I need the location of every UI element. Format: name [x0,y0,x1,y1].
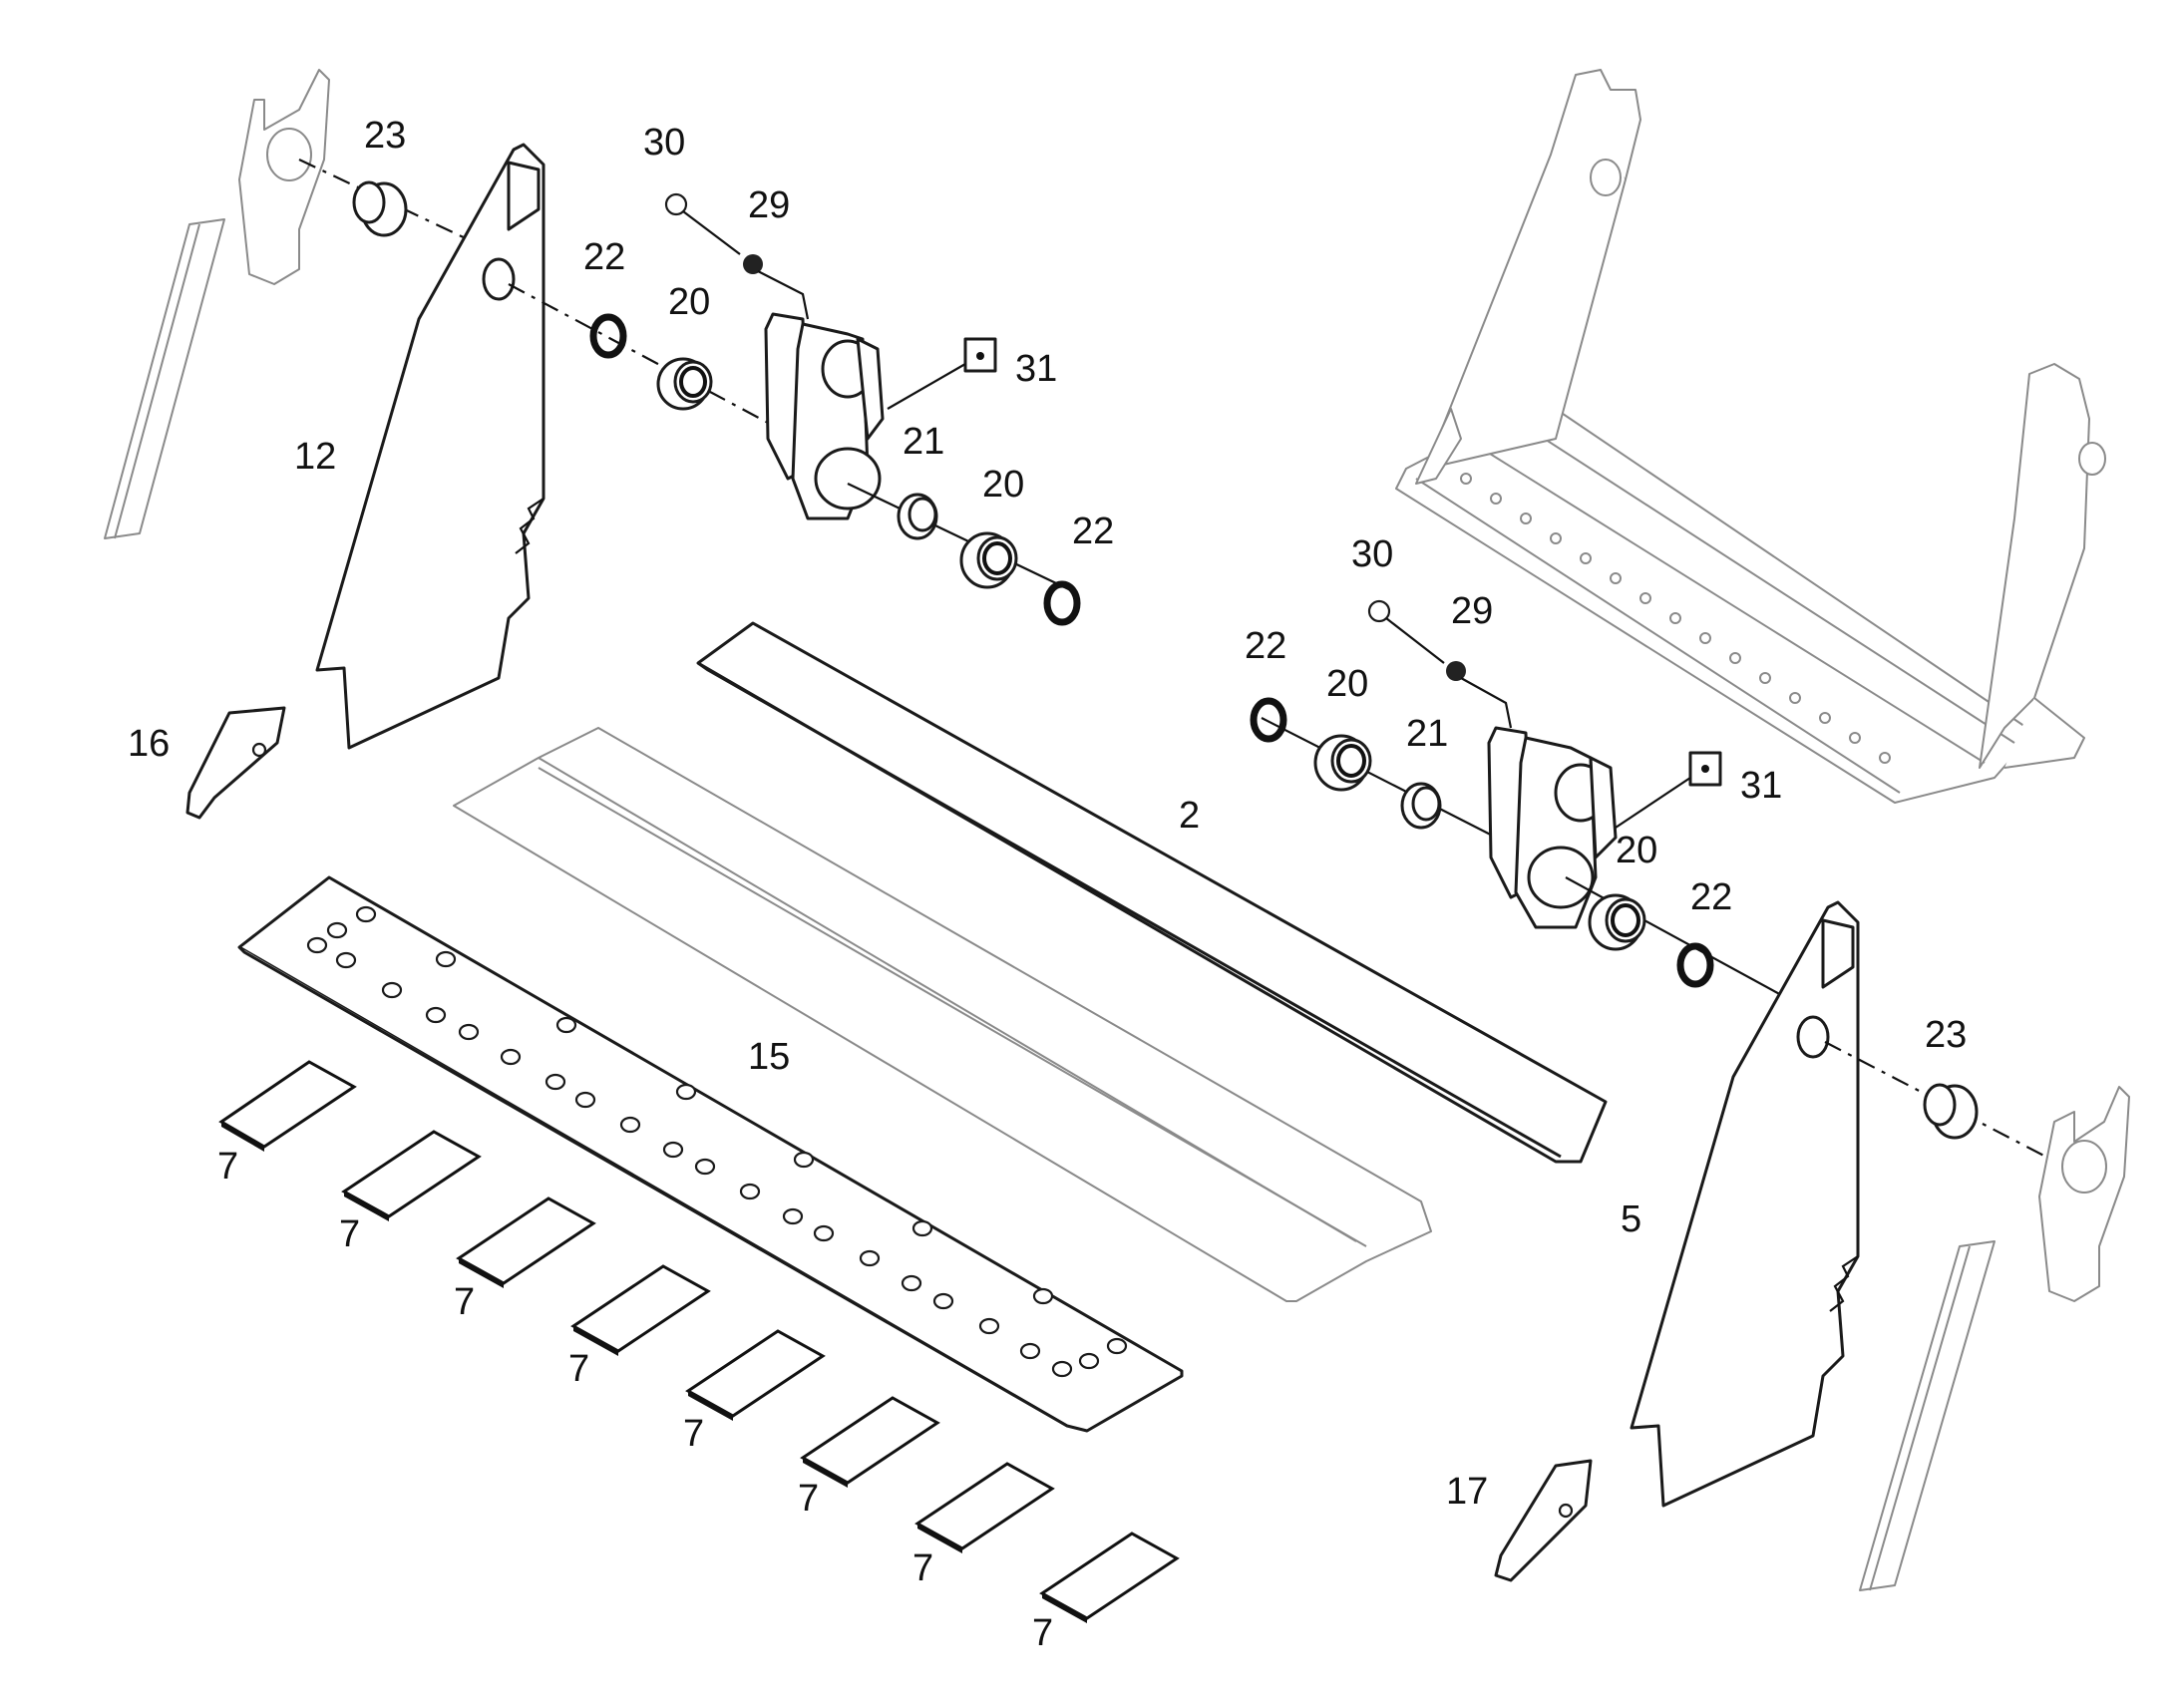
grease-nipple-29-right [1446,661,1513,729]
grease-nipple-29-left [743,254,810,320]
callout-23-left: 23 [364,115,406,157]
callout-labels: 23 30 29 22 20 31 12 21 20 22 16 30 29 2… [128,115,1967,1654]
callout-5: 5 [1621,1198,1641,1240]
callout-7-8: 7 [1032,1612,1053,1654]
right-wear-strip [1859,1240,1996,1591]
callout-7-6: 7 [798,1478,819,1520]
callout-20-left-top: 20 [668,281,710,323]
callout-20-right-top: 20 [1326,663,1368,705]
wear-pad-7-1 [218,1060,357,1152]
callout-2: 2 [1179,795,1200,837]
bushing-23-left [352,180,408,237]
wear-pad-7-8 [1039,1532,1180,1623]
side-plate-5 [1630,900,1860,1508]
callout-30-left: 30 [643,122,685,164]
wear-pad-7-5 [685,1329,826,1421]
bolted-cutting-edge [237,875,1184,1433]
pad-31-left [887,337,997,410]
pad-31-right [1615,751,1722,829]
link-assembly-left [764,312,885,520]
callout-7-4: 7 [568,1348,589,1390]
side-plate-12 [315,143,545,750]
bushing-20-right-top [1313,734,1372,792]
callout-15: 15 [748,1036,790,1078]
callout-22-right-bottom: 22 [1690,876,1732,918]
callout-22-left-bottom: 22 [1072,511,1114,552]
leader-30-left [682,210,741,255]
leader-30-right [1385,617,1445,664]
ring-21-left [897,493,938,540]
callout-31-left: 31 [1015,348,1057,390]
axis-line-right-top [1261,717,1517,849]
assembled-frame [1395,69,2106,804]
callout-16: 16 [128,723,170,765]
left-wear-strip [104,218,225,539]
plug-30-left [664,192,688,216]
axis-line-right-lower [1824,1041,2085,1178]
bushing-20-left-top [656,357,713,411]
wear-pad-7-6 [800,1396,940,1488]
callout-20-right-bottom: 20 [1616,830,1657,871]
link-assembly-right [1487,726,1618,929]
callout-7-3: 7 [454,1281,475,1323]
callout-29-right: 29 [1451,590,1493,632]
wear-pad-7-2 [341,1130,482,1221]
ring-22-right-bottom [1676,942,1714,988]
axis-line-left-bottom [847,483,1078,594]
wear-pad-7-3 [456,1196,596,1288]
ring-22-right-top [1250,697,1287,743]
callout-22-left-top: 22 [583,236,625,278]
ring-21-right [1400,782,1442,830]
wear-pad-7-4 [570,1264,711,1356]
callout-22-right-top: 22 [1245,625,1286,667]
plug-30-right [1367,599,1391,623]
callout-29-left: 29 [748,184,790,226]
corner-piece-17 [1494,1459,1593,1582]
ring-22-left-bottom [1043,580,1081,626]
wear-pad-7-7 [914,1462,1055,1553]
callout-21-left: 21 [903,421,944,463]
blade-15 [453,727,1432,1302]
corner-piece-16 [185,706,286,820]
axis-line-left-middle [508,283,799,440]
ring-22-left-top [589,313,627,359]
bushing-20-right-bottom [1588,893,1646,951]
bushing-20-left-bottom [959,531,1018,589]
callout-17: 17 [1446,1471,1488,1513]
callout-12: 12 [294,436,336,478]
callout-7-7: 7 [912,1547,933,1589]
callout-7-1: 7 [217,1146,238,1188]
callout-21-right: 21 [1406,713,1448,755]
bushing-23-right [1923,1083,1979,1140]
callout-7-2: 7 [339,1213,360,1255]
callout-7-5: 7 [683,1413,704,1455]
left-mount-bracket [238,69,330,285]
callout-23-right: 23 [1925,1014,1967,1056]
callout-31-right: 31 [1740,765,1782,807]
callout-20-left-bottom: 20 [982,464,1024,506]
callout-30-right: 30 [1351,533,1393,575]
bolt-holes [306,905,1128,1378]
cutting-edge-2 [696,621,1608,1164]
right-mount-bracket [2038,1086,2130,1302]
